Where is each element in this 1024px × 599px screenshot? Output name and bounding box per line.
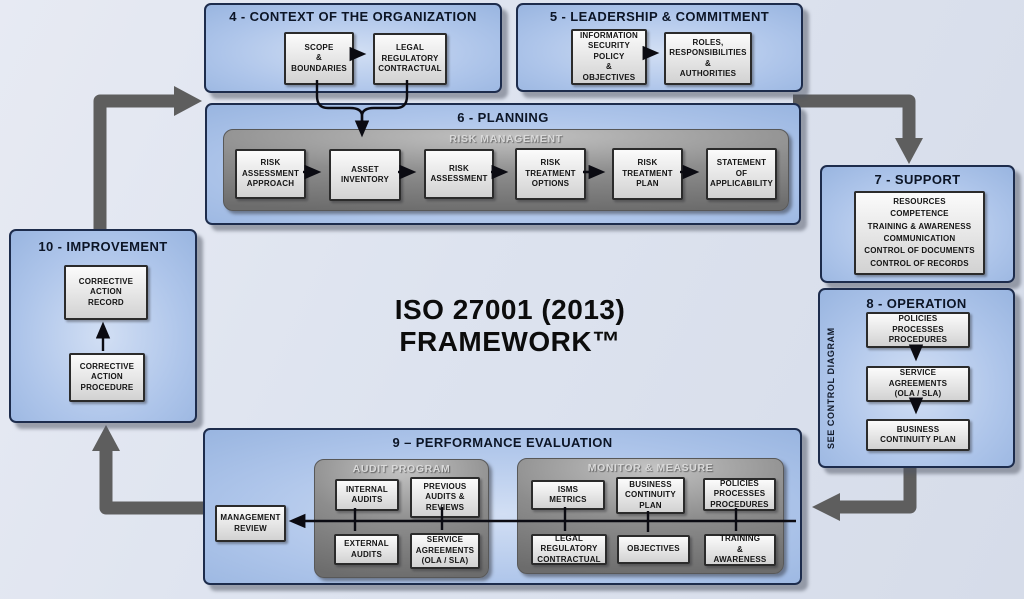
flow-arrow-performance-to-improvement bbox=[99, 451, 206, 515]
diagram-title: ISO 27001 (2013) FRAMEWORK™ bbox=[350, 294, 670, 358]
box-legal-regulatory-contractual-monitor: LEGAL REGULATORY CONTRACTUAL bbox=[531, 534, 607, 565]
box-isms-metrics: ISMS METRICS bbox=[531, 480, 605, 510]
box-previous-audits-reviews: PREVIOUS AUDITS & REVIEWS bbox=[410, 477, 480, 518]
box-internal-audits: INTERNAL AUDITS bbox=[335, 479, 399, 511]
box-risk-assessment-approach: RISK ASSESSMENT APPROACH bbox=[235, 149, 306, 199]
box-corrective-action-record: CORRECTIVE ACTION RECORD bbox=[64, 265, 148, 320]
monitor-measure-label: MONITOR & MEASURE bbox=[587, 462, 714, 474]
box-business-continuity-plan: BUSINESS CONTINUITY PLAN bbox=[866, 419, 970, 451]
section-performance-evaluation: 9 – PERFORMANCE EVALUATION MANAGEMENT RE… bbox=[203, 428, 802, 585]
flow-arrow-improvement-to-planning bbox=[93, 94, 176, 240]
box-service-agreements-audit: SERVICE AGREEMENTS (OLA / SLA) bbox=[410, 533, 480, 569]
section-improvement: 10 - IMPROVEMENT CORRECTIVE ACTION RECOR… bbox=[9, 229, 197, 423]
box-scope-boundaries: SCOPE & BOUNDARIES bbox=[284, 32, 354, 85]
audit-program-label: AUDIT PROGRAM bbox=[352, 463, 451, 475]
box-objectives: OBJECTIVES bbox=[617, 535, 690, 564]
flow-arrowhead-right bbox=[174, 86, 202, 116]
flow-arrow-operation-to-performance bbox=[838, 465, 917, 514]
flow-arrowhead-down bbox=[895, 138, 923, 164]
section-performance-header: 9 – PERFORMANCE EVALUATION bbox=[392, 435, 613, 450]
box-training-awareness: TRAINING & AWARENESS bbox=[704, 534, 776, 566]
flow-arrowhead-up bbox=[92, 425, 120, 451]
risk-management-panel: RISK MANAGEMENT RISK ASSESSMENT APPROACH… bbox=[223, 129, 789, 211]
flow-arrowhead-left bbox=[812, 493, 840, 521]
section-leadership-commitment: 5 - LEADERSHIP & COMMITMENT INFORMATION … bbox=[516, 3, 803, 92]
box-risk-treatment-plan: RISK TREATMENT PLAN bbox=[612, 148, 683, 200]
section-context-of-organization: 4 - CONTEXT OF THE ORGANIZATION SCOPE & … bbox=[204, 3, 502, 93]
section-improvement-header: 10 - IMPROVEMENT bbox=[38, 239, 168, 254]
box-support-items: RESOURCES COMPETENCE TRAINING & AWARENES… bbox=[854, 191, 985, 275]
diagram-title-line2: FRAMEWORK™ bbox=[399, 326, 621, 358]
monitor-measure-panel: MONITOR & MEASURE ISMS METRICS BUSINESS … bbox=[517, 458, 784, 574]
section-leadership-header: 5 - LEADERSHIP & COMMITMENT bbox=[549, 9, 770, 24]
diagram-title-line1: ISO 27001 (2013) bbox=[394, 294, 626, 325]
section-context-header: 4 - CONTEXT OF THE ORGANIZATION bbox=[229, 9, 477, 24]
box-legal-regulatory-contractual: LEGAL REGULATORY CONTRACTUAL bbox=[373, 33, 447, 85]
box-policies-processes-procedures-monitor: POLICIES PROCESSES PROCEDURES bbox=[703, 478, 776, 511]
risk-management-label: RISK MANAGEMENT bbox=[449, 133, 563, 145]
box-corrective-action-procedure: CORRECTIVE ACTION PROCEDURE bbox=[69, 353, 145, 402]
box-business-continuity-plan-monitor: BUSINESS CONTINUITY PLAN bbox=[616, 477, 685, 514]
box-policies-processes-procedures: POLICIES PROCESSES PROCEDURES bbox=[866, 312, 970, 348]
section-planning-header: 6 - PLANNING bbox=[457, 110, 549, 125]
audit-program-panel: AUDIT PROGRAM INTERNAL AUDITS PREVIOUS A… bbox=[314, 459, 489, 578]
section-support: 7 - SUPPORT RESOURCES COMPETENCE TRAININ… bbox=[820, 165, 1015, 283]
box-management-review: MANAGEMENT REVIEW bbox=[215, 505, 286, 542]
box-service-agreements: SERVICE AGREEMENTS (OLA / SLA) bbox=[866, 366, 970, 402]
section-support-header: 7 - SUPPORT bbox=[874, 172, 961, 187]
box-roles-responsibilities-authorities: ROLES, RESPONSIBILITIES & AUTHORITIES bbox=[664, 32, 752, 85]
section-planning: 6 - PLANNING RISK MANAGEMENT RISK ASSESS… bbox=[205, 103, 801, 225]
see-control-diagram-label: SEE CONTROL DIAGRAM bbox=[826, 327, 836, 449]
box-asset-inventory: ASSET INVENTORY bbox=[329, 149, 401, 201]
box-infosec-policy-objectives: INFORMATION SECURITY POLICY & OBJECTIVES bbox=[571, 29, 647, 85]
flow-arrow-leadership-to-support bbox=[793, 94, 916, 142]
section-operation: 8 - OPERATION SEE CONTROL DIAGRAM POLICI… bbox=[818, 288, 1015, 468]
box-risk-assessment: RISK ASSESSMENT bbox=[424, 149, 494, 199]
box-statement-of-applicability: STATEMENT OF APPLICABILITY bbox=[706, 148, 777, 200]
box-risk-treatment-options: RISK TREATMENT OPTIONS bbox=[515, 148, 586, 200]
box-external-audits: EXTERNAL AUDITS bbox=[334, 534, 399, 565]
section-operation-header: 8 - OPERATION bbox=[866, 296, 967, 311]
